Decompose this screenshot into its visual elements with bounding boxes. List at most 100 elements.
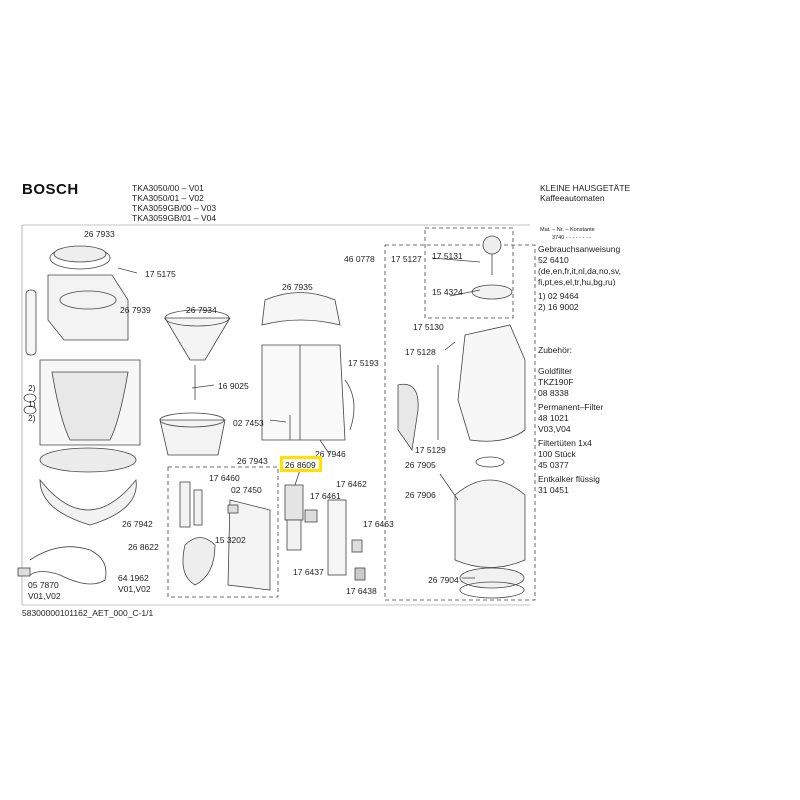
jug-handle-shape: [397, 383, 419, 452]
category-title: KLEINE HAUSGETÄTE: [540, 183, 631, 193]
switch-block-shape: [284, 484, 304, 521]
leader-267906: [439, 473, 459, 501]
filter-tray-rim: [159, 412, 225, 428]
knob-shape: [351, 539, 363, 553]
acc-line: 45 0377: [538, 460, 569, 470]
part-label: 26 7935: [282, 282, 313, 292]
part-label: 17 5175: [145, 269, 176, 279]
leader-175175: [117, 267, 138, 274]
switch-small-part: [304, 509, 318, 523]
lid-knob-shape: [482, 235, 502, 255]
model-4: TKA3059GB/01 – V04: [132, 213, 217, 223]
warming-plate-shape: [39, 447, 137, 473]
part-label: 17 5130: [413, 322, 444, 332]
heater-cover-shape: [227, 499, 271, 591]
part-label: 26 7943: [237, 456, 268, 466]
part-label: 26 7934: [186, 305, 217, 315]
model-3: TKA3059GB/00 – V03: [132, 203, 217, 213]
part-label: 17 6461: [310, 491, 341, 501]
part-label: 26 7904: [428, 575, 459, 585]
part-label: 17 6463: [363, 519, 394, 529]
part-label: 26 7942: [122, 519, 153, 529]
part-label: 02 7450: [231, 485, 262, 495]
top-lid-inner: [53, 245, 107, 263]
part-label: 26 8622: [128, 542, 159, 552]
acc-line: 52 6410: [538, 255, 569, 265]
highlighted-part-label[interactable]: 26 8609: [285, 460, 316, 470]
subcategory-title: Kaffeeautomaten: [540, 193, 605, 203]
acc-line: 2) 16 9002: [538, 302, 579, 312]
part-label: 17 5193: [348, 358, 379, 368]
model-2: TKA3050/01 – V02: [132, 193, 204, 203]
part-label: 17 5129: [415, 445, 446, 455]
washer-2: [23, 405, 37, 415]
note-label: 2): [28, 413, 36, 423]
part-label: 46 0778: [344, 254, 375, 264]
acc-line: Entkalker flüssig: [538, 474, 600, 484]
part-label: 17 5131: [432, 251, 463, 261]
legend-value: 3740 - - - - - - - -: [552, 235, 592, 241]
brand-logo: BOSCH: [22, 181, 79, 198]
part-label: 26 7933: [84, 229, 115, 239]
thermostat-shape: [227, 504, 239, 514]
acc-line: fi,pt,es,el,tr,hu,bg,ru): [538, 277, 616, 287]
part-label: 02 7453: [233, 418, 264, 428]
acc-line: 48 1021: [538, 413, 569, 423]
water-tube-shape: [25, 289, 37, 356]
filter-tray-shape: [159, 419, 226, 456]
heating-element-shape: [182, 537, 216, 586]
acc-line: Filtertüten 1x4: [538, 438, 592, 448]
model-1: TKA3050/00 – V01: [132, 183, 204, 193]
filter-holder-shape: [164, 317, 231, 361]
swivel-lid-shape: [261, 292, 341, 326]
lid-seal-shape: [471, 284, 513, 300]
leader-027453: [269, 419, 287, 423]
acc-line: V03,V04: [538, 424, 571, 434]
part-label: 26 7905: [405, 460, 436, 470]
part-label: 26 7906: [405, 490, 436, 500]
part-label: V01,V02: [28, 591, 61, 601]
shell-handle-shape: [344, 379, 355, 431]
part-label: 15 3202: [215, 535, 246, 545]
part-label: 64 1962: [118, 573, 149, 583]
upper-housing-ring: [59, 290, 117, 310]
button-shape: [354, 567, 366, 581]
jug-base-ring: [459, 581, 525, 599]
base-plate-shape: [39, 478, 137, 526]
power-cable-shape: [29, 546, 107, 585]
acc-line: TKZ190F: [538, 377, 574, 387]
highlighted-part-marker[interactable]: [280, 456, 322, 472]
control-panel-shape: [327, 499, 347, 576]
acc-line: (de,en,fr,it,nl,da,no,sv,: [538, 266, 621, 276]
leader-175130: [444, 341, 456, 351]
pipe-part-1: [179, 481, 191, 528]
leader-175131: [431, 257, 481, 263]
thermo-jug-shape: [457, 324, 526, 442]
acc-line: 100 Stück: [538, 449, 576, 459]
acc-line: Zubehör:: [538, 345, 573, 355]
part-label: 17 6462: [336, 479, 367, 489]
document-footer-id: 58300000101162_AET_000_C-1/1: [22, 608, 154, 618]
filter-holder-rim: [164, 309, 230, 327]
leader-268609: [294, 469, 301, 486]
note-label: 1): [28, 399, 36, 409]
dashed-group-lid: [424, 227, 514, 319]
jug-insert-shape: [454, 479, 526, 568]
legend-header: Mat. – Nr. – Konstante: [540, 227, 595, 233]
note-label: 2): [28, 383, 36, 393]
part-label: 17 6460: [209, 473, 240, 483]
pipe-part-2: [193, 489, 203, 526]
part-label: V01,V02: [118, 584, 151, 594]
part-label: 26 7939: [120, 305, 151, 315]
leader-154324: [449, 289, 481, 297]
acc-line: Goldfilter: [538, 366, 573, 376]
washer-1: [23, 393, 37, 403]
upper-housing-shape: [47, 274, 129, 341]
part-label: 16 9025: [218, 381, 249, 391]
dashed-group-base: [167, 466, 279, 598]
leader-267946: [319, 439, 331, 456]
plug-shape: [17, 567, 31, 577]
jug-seal-ring: [475, 456, 505, 468]
part-label: 17 6438: [346, 586, 377, 596]
